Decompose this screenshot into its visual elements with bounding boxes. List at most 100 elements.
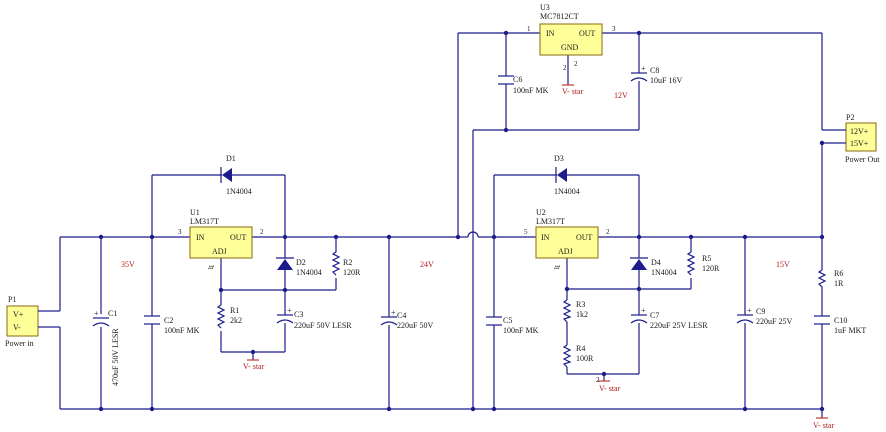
- u3-pin-out: 3: [612, 25, 616, 33]
- c8-polarity: +: [641, 64, 646, 73]
- capacitor-c5: C5 100nF MK: [486, 316, 539, 335]
- u2-out: OUT: [576, 233, 593, 242]
- c9-ref: C9: [756, 307, 765, 316]
- p2-ref: P2: [846, 113, 854, 122]
- r6-ref: R6: [834, 269, 843, 278]
- resistor-r5: R5 120R: [686, 251, 720, 276]
- wires: [48, 32, 840, 418]
- u2-pin-out: 2: [606, 228, 610, 236]
- p2-pin-2: 15V+: [850, 139, 869, 148]
- c4-value: 220uF 50V: [397, 321, 433, 330]
- c10-ref: C10: [834, 316, 847, 325]
- u1-pin-adj: 1: [207, 266, 215, 270]
- u1-ref: U1: [190, 208, 200, 217]
- connector-p2: P2 12V+ 15V+ Power Out: [840, 113, 880, 164]
- c6-value: 100nF MK: [513, 86, 549, 95]
- p1-pin-1: V+: [13, 310, 24, 319]
- ground-u1-label: V- star: [243, 362, 265, 371]
- c8-ref: C8: [650, 66, 659, 75]
- u3-gnd: GND: [561, 43, 579, 52]
- u3-pin-in: 1: [527, 25, 531, 33]
- c5-ref: C5: [503, 316, 512, 325]
- c2-value: 100nF MK: [164, 326, 200, 335]
- r3-ref: R3: [576, 300, 585, 309]
- r1-ref: R1: [230, 306, 239, 315]
- u2-in: IN: [541, 233, 550, 242]
- capacitor-c7: + C7 220uF 25V LESR: [630, 306, 708, 330]
- u3-ref: U3: [540, 3, 550, 12]
- capacitor-c2: C2 100nF MK: [144, 315, 200, 335]
- resistor-r4: R4 100R: [562, 344, 594, 368]
- u2-adj: ADJ: [558, 247, 573, 256]
- d4-ref: D4: [651, 258, 661, 267]
- ground-u3: 2 V- star: [562, 64, 584, 96]
- capacitor-c9: + C9 220uF 25V: [736, 306, 792, 326]
- c4-ref: C4: [397, 311, 406, 320]
- c9-polarity: +: [747, 306, 752, 315]
- r2-ref: R2: [343, 258, 352, 267]
- ground-main-label: V- star: [813, 421, 835, 430]
- u1-adj-mark: 1: [208, 264, 216, 268]
- c3-value: 220uF 50V LESR: [294, 321, 352, 330]
- p1-ref: P1: [8, 295, 16, 304]
- ground-u2: 2 V- star: [596, 376, 621, 393]
- regulator-u1: U1 LM317T IN OUT ADJ 3 2 1: [178, 208, 264, 270]
- regulator-u2: U2 LM317T IN OUT ADJ 5 2 1: [524, 208, 610, 270]
- resistor-r2: R2 120R: [331, 251, 361, 277]
- ground-u2-label: V- star: [599, 384, 621, 393]
- p2-pin-1: 12V+: [850, 127, 869, 136]
- c7-polarity: +: [641, 306, 646, 315]
- c1-polarity: +: [94, 309, 99, 318]
- u1-adj: ADJ: [212, 247, 227, 256]
- r5-ref: R5: [702, 254, 711, 263]
- diode-d3: D3 1N4004: [554, 154, 580, 196]
- c7-value: 220uF 25V LESR: [650, 321, 708, 330]
- capacitor-c3: + C3 220uF 50V LESR: [276, 306, 352, 330]
- capacitor-c4: + C4 220uF 50V: [380, 308, 433, 330]
- d1-ref: D1: [226, 154, 236, 163]
- net-label-24v: 24V: [420, 260, 434, 269]
- c3-polarity: +: [287, 306, 292, 315]
- c7-ref: C7: [650, 311, 659, 320]
- u1-in: IN: [196, 233, 205, 242]
- diode-d4: D4 1N4004: [630, 257, 677, 277]
- d2-value: 1N4004: [296, 268, 322, 277]
- ground-u3-label: V- star: [562, 87, 584, 96]
- d1-value: 1N4004: [226, 187, 252, 196]
- net-label-35v: 35V: [121, 260, 135, 269]
- r1-value: 2k2: [230, 316, 242, 325]
- u3-part: MC7812CT: [540, 12, 579, 21]
- c4-polarity: +: [391, 308, 396, 317]
- capacitor-c1: + C1 470uF 50V LESR: [92, 309, 120, 386]
- r4-ref: R4: [576, 344, 585, 353]
- ground-u2-pin: 2: [596, 376, 600, 384]
- u2-adj-mark: 1: [554, 264, 562, 268]
- c10-value: 1uF MKT: [834, 326, 866, 335]
- ground-main: V- star: [813, 417, 835, 430]
- regulator-u3: U3 MC7812CT IN OUT GND 1 3 2: [527, 3, 616, 68]
- capacitor-c6: C6 100nF MK: [498, 75, 549, 95]
- junction-dots: [98, 30, 825, 412]
- u1-pin-out: 2: [260, 228, 264, 236]
- capacitor-c8: + C8 10uF 16V: [630, 64, 682, 85]
- p2-label: Power Out: [845, 155, 880, 164]
- capacitor-c10: C10 1uF MKT: [814, 315, 866, 335]
- c1-ref: C1: [108, 309, 117, 318]
- d3-ref: D3: [554, 154, 564, 163]
- d3-value: 1N4004: [554, 187, 580, 196]
- c8-value: 10uF 16V: [650, 76, 682, 85]
- r3-value: 1k2: [576, 310, 588, 319]
- u2-ref: U2: [536, 208, 546, 217]
- c2-ref: C2: [164, 316, 173, 325]
- u2-pin-adj: 1: [553, 266, 561, 270]
- p1-label: Power in: [5, 339, 34, 348]
- net-label-15v: 15V: [776, 260, 790, 269]
- r2-value: 120R: [343, 268, 361, 277]
- c5-value: 100nF MK: [503, 326, 539, 335]
- u2-part: LM317T: [536, 217, 565, 226]
- u1-part: LM317T: [190, 217, 219, 226]
- d4-value: 1N4004: [651, 268, 677, 277]
- u1-out: OUT: [230, 233, 247, 242]
- resistor-r6: R6 1R: [817, 269, 844, 290]
